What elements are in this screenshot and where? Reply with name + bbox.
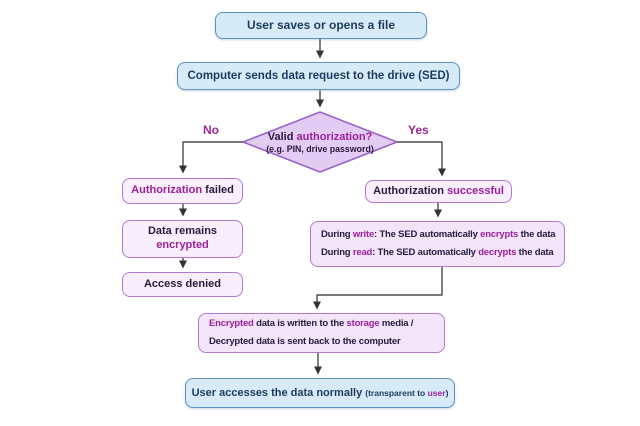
arrow-no-branch bbox=[179, 141, 243, 174]
decision-question: Valid authorization? bbox=[267, 130, 373, 143]
output-line2: Decrypted data is sent back to the compu… bbox=[209, 336, 401, 347]
auth-success-highlight: successful bbox=[447, 184, 504, 197]
auth-success-prefix: Authorization bbox=[373, 184, 448, 197]
yes-branch-label: Yes bbox=[408, 123, 429, 137]
start-node: User saves or opens a file bbox=[215, 12, 427, 39]
output-node: Encrypted data is written to the storage… bbox=[198, 313, 445, 353]
request-node: Computer sends data request to the drive… bbox=[177, 62, 460, 90]
access-denied-label: Access denied bbox=[143, 277, 222, 290]
decision-diamond bbox=[242, 111, 398, 173]
start-label: User saves or opens a file bbox=[246, 18, 396, 32]
decision-node: Valid authorization? (e.g. PIN, drive pa… bbox=[245, 116, 395, 168]
data-remains-node: Data remains encrypted bbox=[122, 220, 243, 258]
output-line1: Encrypted data is written to the storage… bbox=[209, 318, 414, 330]
auth-failed-node: Authorization failed bbox=[122, 178, 243, 204]
request-label: Computer sends data request to the drive… bbox=[187, 69, 450, 82]
auth-success-node: Authorization successful bbox=[365, 180, 512, 203]
decision-subtitle: (e.g. PIN, drive password) bbox=[266, 143, 374, 154]
end-main-label: User accesses the data normally bbox=[191, 387, 366, 400]
auth-failed-highlight: Authorization bbox=[131, 184, 203, 197]
sed-operation-node: During write: The SED automatically encr… bbox=[310, 221, 565, 267]
no-branch-label: No bbox=[203, 123, 219, 137]
arrow-operation-to-output bbox=[313, 267, 443, 310]
access-denied-node: Access denied bbox=[122, 272, 243, 297]
end-note: (transparent to user) bbox=[365, 388, 449, 399]
arrow-yes-branch bbox=[397, 141, 446, 177]
sed-write-line: During write: The SED automatically encr… bbox=[321, 229, 556, 241]
end-node: User accesses the data normally (transpa… bbox=[185, 378, 455, 408]
data-remains-line1: Data remains bbox=[147, 225, 218, 238]
sed-read-line: During read: The SED automatically decry… bbox=[321, 247, 554, 258]
data-remains-line2: encrypted bbox=[156, 239, 209, 251]
